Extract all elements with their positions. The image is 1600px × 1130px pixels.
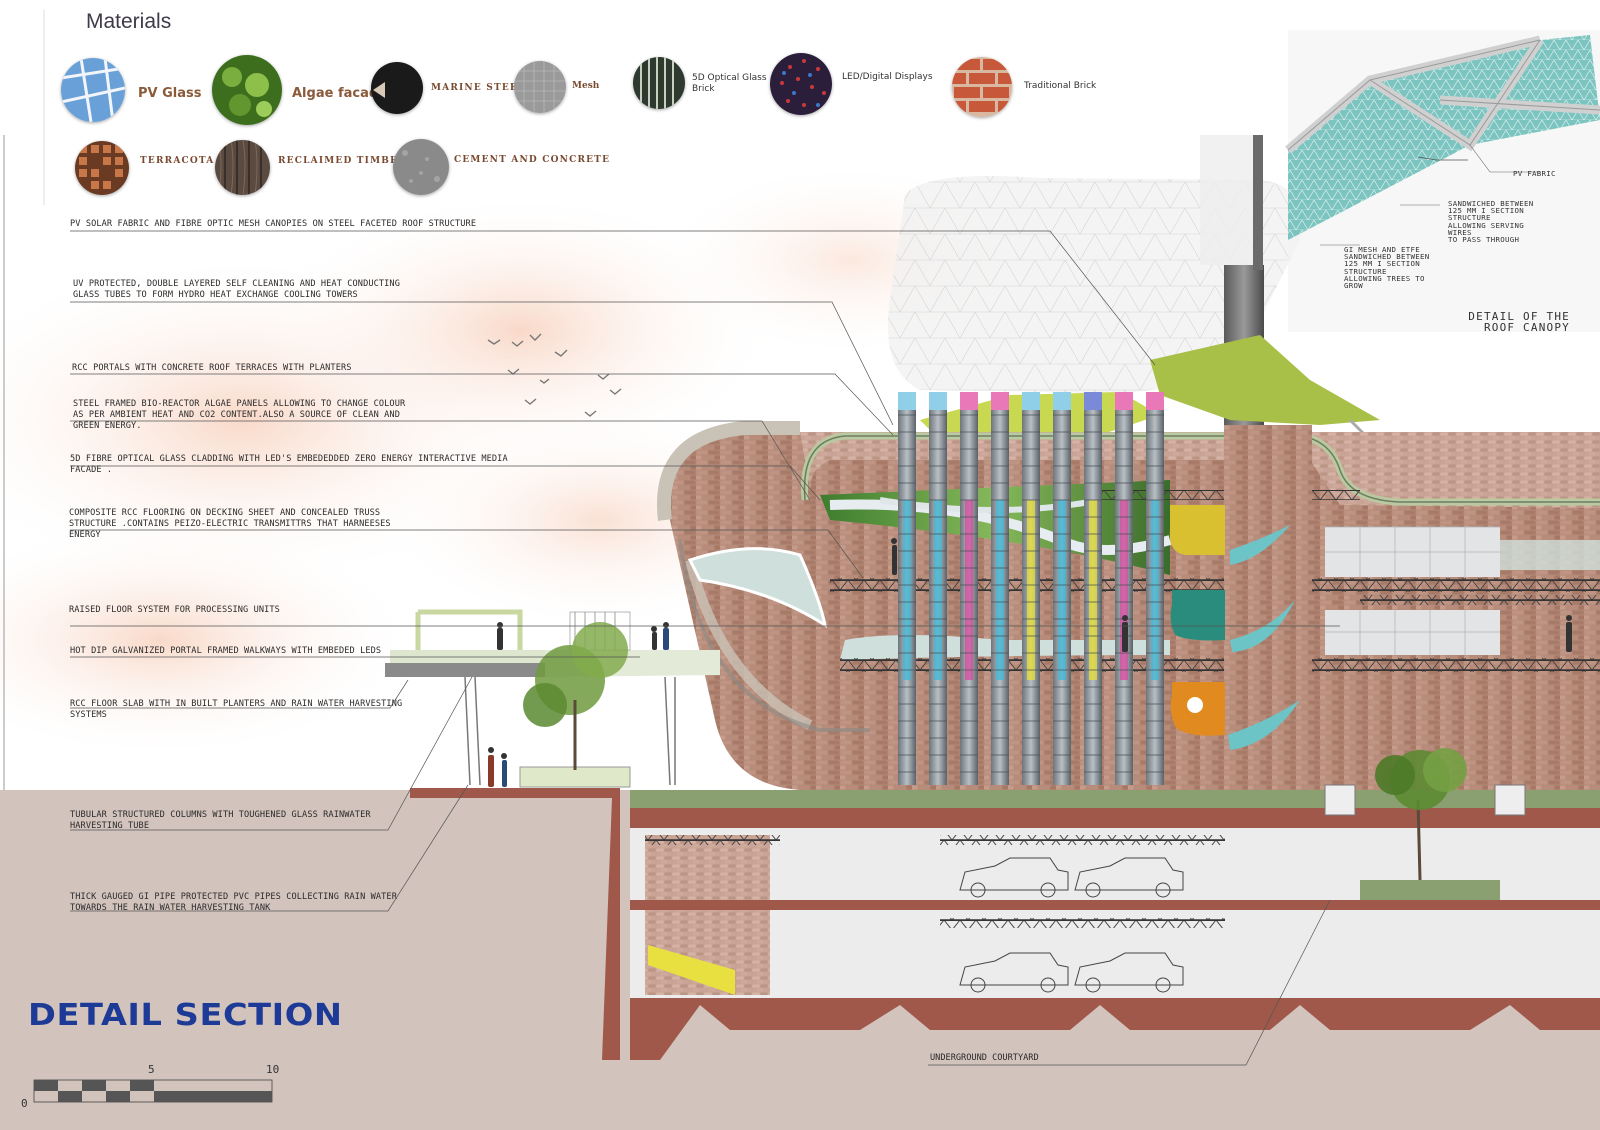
led-label: LED/Digital Displays xyxy=(842,72,933,82)
annotation-composite-flooring: COMPOSITE RCC FLOORING ON DECKING SHEET … xyxy=(69,508,391,540)
annotation-glass-tubes: UV PROTECTED, DOUBLE LAYERED SELF CLEANI… xyxy=(73,279,400,300)
canopy-detail-title: DETAIL OF THE ROOF CANOPY xyxy=(1468,310,1570,334)
terracota-swatch xyxy=(75,141,129,195)
cooling-tube-cap xyxy=(1146,392,1164,410)
concrete-swatch xyxy=(393,139,449,195)
annotation-walkways: HOT DIP GALVANIZED PORTAL FRAMED WALKWAY… xyxy=(70,646,382,656)
concrete-label: CEMENT AND CONCRETE xyxy=(454,155,611,165)
cooling-tube-band xyxy=(1089,500,1097,680)
brick-swatch xyxy=(952,57,1012,117)
cooling-tube-cap xyxy=(1115,392,1133,410)
annotation-raised-floor: RAISED FLOOR SYSTEM FOR PROCESSING UNITS xyxy=(69,605,280,615)
cooling-tube-band xyxy=(1027,500,1035,680)
cooling-tubes xyxy=(898,392,1164,785)
canopy-sandwich-label: SANDWICHED BETWEEN 125 MM I SECTION STRU… xyxy=(1448,199,1534,245)
scale-ten: 10 xyxy=(266,1063,280,1076)
cooling-tube-band xyxy=(1151,500,1159,680)
terracota-label: TERRACOTA xyxy=(140,156,215,166)
brick-label: Traditional Brick xyxy=(1024,81,1097,91)
underground-courtyard-label: UNDERGROUND COURTYARD xyxy=(930,1053,1039,1063)
cooling-tube-cap xyxy=(1053,392,1071,410)
annotation-gi-pipe: THICK GAUGED GI PIPE PROTECTED PVC PIPES… xyxy=(70,892,397,913)
optical-brick-label: 5D Optical Glass Brick xyxy=(692,73,767,94)
annotation-algae-panels: STEEL FRAMED BIO-REACTOR ALGAE PANELS AL… xyxy=(73,399,406,431)
marine-steel-swatch xyxy=(371,62,423,114)
scale-five: 5 xyxy=(148,1063,155,1076)
canopy-pv-fabric-label: PV FABRIC xyxy=(1513,169,1556,178)
pv-glass-swatch xyxy=(61,58,125,122)
annotation-rcc-portals: RCC PORTALS WITH CONCRETE ROOF TERRACES … xyxy=(72,363,352,373)
annotation-optical-cladding: 5D FIBRE OPTICAL GLASS CLADDING WITH LED… xyxy=(70,454,508,475)
marine-steel-label: MARINE STEEL xyxy=(431,83,526,93)
mesh-swatch xyxy=(514,61,566,113)
cooling-tube-cap xyxy=(1022,392,1040,410)
optical-brick-swatch xyxy=(633,57,685,109)
annotation-floor-slab: RCC FLOOR SLAB WITH IN BUILT PLANTERS AN… xyxy=(70,699,403,720)
mesh-label: Mesh xyxy=(572,81,600,91)
materials-title: Materials xyxy=(86,10,172,33)
cooling-tube-cap xyxy=(960,392,978,410)
cooling-tube-band xyxy=(1058,500,1066,680)
algae-label: Algae facade xyxy=(292,86,387,101)
cooling-tube-band xyxy=(996,500,1004,680)
annotation-tubular-columns: TUBULAR STRUCTURED COLUMNS WITH TOUGHENE… xyxy=(70,810,371,831)
led-swatch xyxy=(770,53,832,115)
cooling-tube-cap xyxy=(929,392,947,410)
cooling-tube-band xyxy=(1120,500,1128,680)
timber-swatch xyxy=(215,140,270,195)
cooling-tube-band xyxy=(934,500,942,680)
cooling-tube-band xyxy=(965,500,973,680)
scale-zero: 0 xyxy=(21,1097,28,1110)
drawing-title: DETAIL SECTION xyxy=(28,998,343,1033)
canopy-gi-mesh-label: GI MESH AND ETFE SANDWICHED BETWEEN 125 … xyxy=(1344,245,1430,291)
timber-label: RECLAIMED TIMBER xyxy=(278,156,407,166)
cooling-tube-cap xyxy=(1084,392,1102,410)
cooling-tube-cap xyxy=(991,392,1009,410)
algae-swatch xyxy=(212,55,282,125)
annotation-pv-canopy: PV SOLAR FABRIC AND FIBRE OPTIC MESH CAN… xyxy=(70,219,477,229)
cooling-tube-cap xyxy=(898,392,916,410)
pv-glass-label: PV Glass xyxy=(138,86,202,101)
cooling-tube-band xyxy=(903,500,911,680)
